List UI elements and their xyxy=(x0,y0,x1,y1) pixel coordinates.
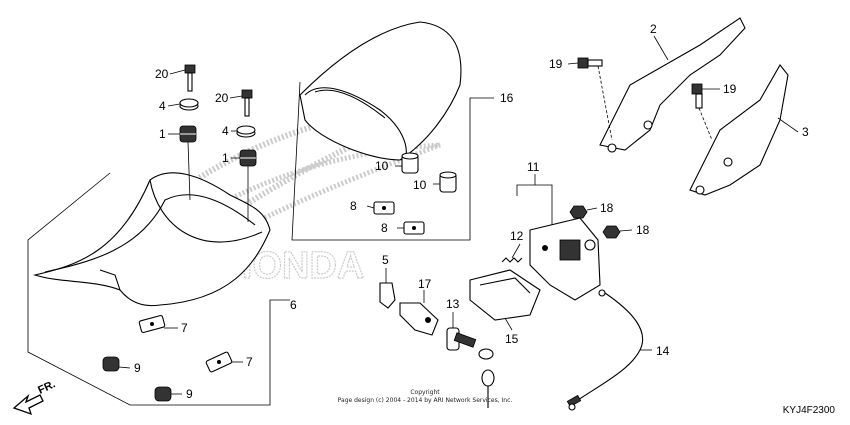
callout-12: 12 xyxy=(510,229,524,243)
callout-4-left: 4 xyxy=(159,99,166,113)
callout-16: 16 xyxy=(500,91,514,105)
copyright-line2: Page design (c) 2004 - 2014 by ARI Netwo… xyxy=(338,397,513,404)
seat-lock-11[interactable] xyxy=(529,217,601,301)
clip-7-upper[interactable] xyxy=(138,314,166,334)
copyright-line1: Copyright xyxy=(410,389,440,396)
callout-19-left: 19 xyxy=(549,57,563,71)
front-seat[interactable] xyxy=(32,172,271,307)
callout-9-lower: 9 xyxy=(186,387,193,401)
callout-18-lower: 18 xyxy=(636,223,650,237)
diagram-code: KYJ4F2300 xyxy=(783,405,836,416)
bolt-19-right[interactable] xyxy=(691,83,703,109)
bolt-20-right[interactable] xyxy=(241,89,253,117)
washer-4-right[interactable] xyxy=(236,125,256,138)
leader-lines xyxy=(118,35,799,395)
callout-4-right: 4 xyxy=(222,124,229,138)
callout-6: 6 xyxy=(290,298,297,312)
clip-8-upper[interactable] xyxy=(373,201,395,215)
nut-18-lower[interactable] xyxy=(602,225,621,239)
callout-2: 2 xyxy=(650,22,657,36)
washer-4-left[interactable] xyxy=(179,98,199,111)
front-seat-bracket xyxy=(27,172,290,406)
callout-10-upper: 10 xyxy=(375,159,389,173)
cable-14[interactable] xyxy=(566,289,644,411)
key-cylinder-13[interactable] xyxy=(446,327,495,408)
rubber-9-lower[interactable] xyxy=(154,386,172,402)
callout-17: 17 xyxy=(418,277,432,291)
callout-19-right: 19 xyxy=(723,82,737,96)
arrow-icon xyxy=(12,393,44,416)
cover-15[interactable] xyxy=(469,269,541,321)
callout-1-left: 1 xyxy=(159,127,166,141)
callout-20-left: 20 xyxy=(155,67,169,81)
rubber-1-right[interactable] xyxy=(239,149,257,167)
callout-1-right: 1 xyxy=(222,151,229,165)
bolt-19-left[interactable] xyxy=(577,57,603,69)
callout-13: 13 xyxy=(446,297,460,311)
callout-11: 11 xyxy=(527,160,540,174)
callout-7-lower: 7 xyxy=(246,355,253,369)
callout-15: 15 xyxy=(505,332,519,346)
rubber-10-upper[interactable] xyxy=(401,152,419,174)
callout-14: 14 xyxy=(656,344,670,358)
callout-8-upper: 8 xyxy=(350,199,357,213)
clip-8-lower[interactable] xyxy=(403,221,425,235)
rubber-10-lower[interactable] xyxy=(439,171,457,193)
hook-5[interactable] xyxy=(379,282,396,309)
rubber-1-left[interactable] xyxy=(179,125,197,143)
grab-rail-3[interactable] xyxy=(689,64,789,196)
rubber-9-upper[interactable] xyxy=(102,356,120,372)
callout-20-right: 20 xyxy=(215,91,229,105)
bolt-20-left[interactable] xyxy=(184,64,196,92)
rear-cowl-bracket xyxy=(291,81,494,241)
rear-seat-cowl[interactable] xyxy=(299,21,462,161)
callout-3: 3 xyxy=(802,125,809,139)
spring-12[interactable] xyxy=(501,257,523,263)
callout-10-lower: 10 xyxy=(413,178,427,192)
callout-5: 5 xyxy=(382,253,389,267)
front-direction-marker: FR. xyxy=(12,378,57,416)
bracket-17[interactable] xyxy=(399,302,439,336)
callout-18-upper: 18 xyxy=(600,201,614,215)
nut-18-upper[interactable] xyxy=(569,205,588,219)
callout-labels: 20 4 1 20 4 1 10 10 8 8 16 6 7 7 9 9 5 1… xyxy=(134,22,809,401)
callout-8-lower: 8 xyxy=(381,221,388,235)
direction-label: FR. xyxy=(36,378,57,396)
callout-7-upper: 7 xyxy=(181,321,188,335)
grab-rail-2[interactable] xyxy=(599,17,746,153)
clip-7-lower[interactable] xyxy=(205,351,233,373)
callout-9-upper: 9 xyxy=(134,361,141,375)
